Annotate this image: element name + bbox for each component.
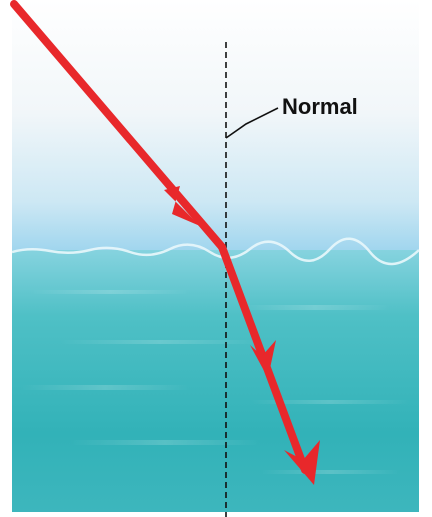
incident-ray-arrowhead xyxy=(164,186,200,226)
water-texture xyxy=(20,290,410,474)
refracted-ray-mid-arrowhead xyxy=(250,340,276,378)
refracted-ray xyxy=(218,243,320,485)
water-surface xyxy=(11,237,420,266)
air-region xyxy=(12,0,419,252)
normal-label: Normal xyxy=(282,94,358,119)
refracted-ray-end-arrowhead xyxy=(284,440,320,485)
incident-ray xyxy=(10,0,226,251)
normal-label-leader xyxy=(225,107,279,139)
